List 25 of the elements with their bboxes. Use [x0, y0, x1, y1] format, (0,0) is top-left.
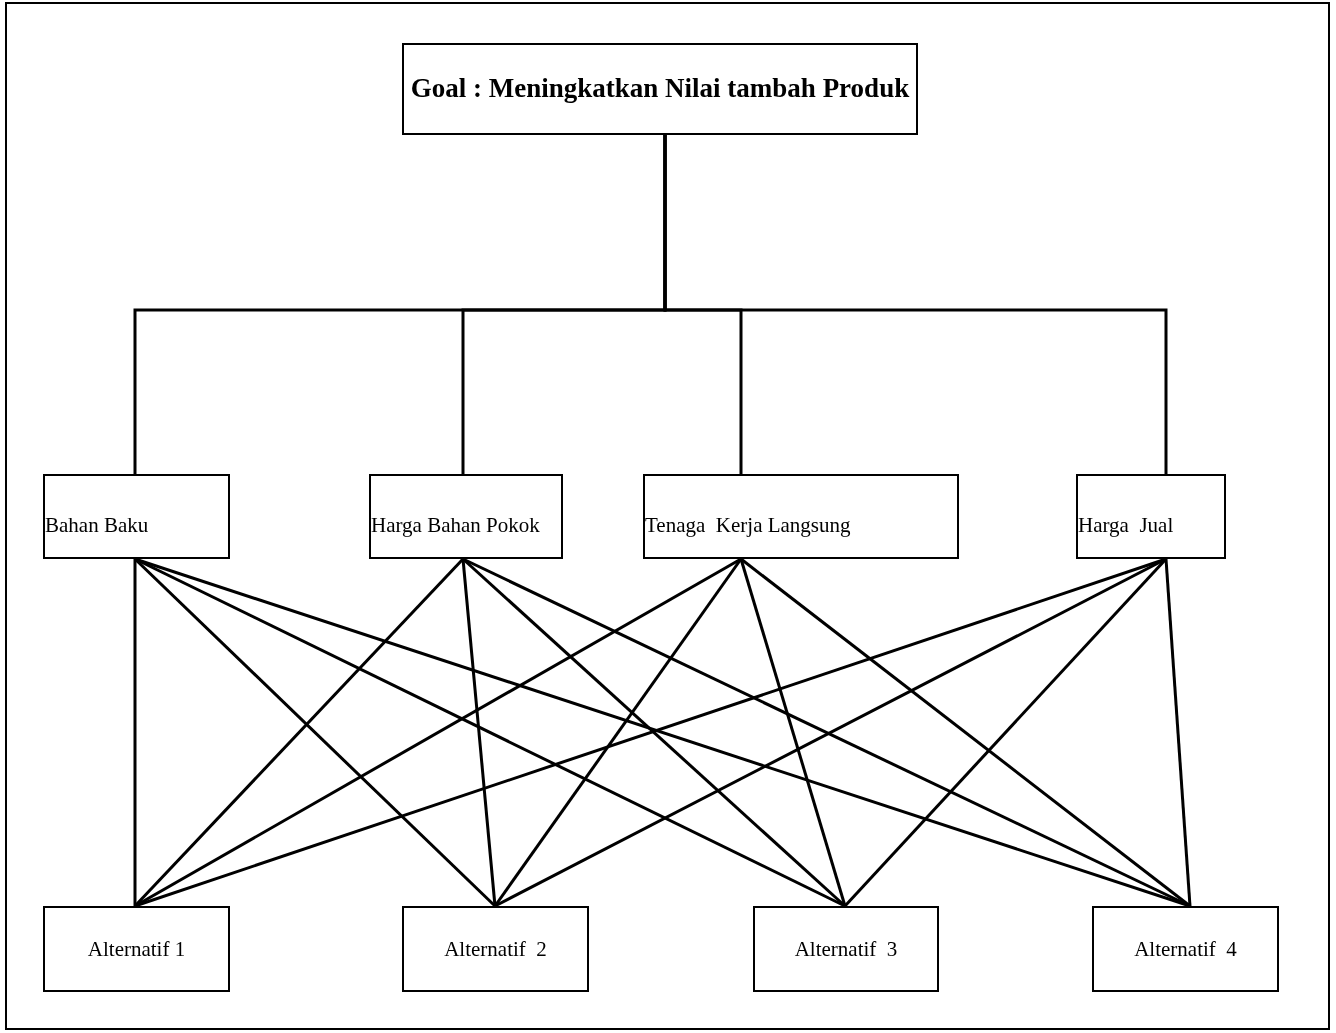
node-box — [643, 474, 959, 559]
node-label: Alternatif 2 — [444, 935, 547, 963]
connector-line — [133, 559, 137, 906]
node-box — [1076, 474, 1226, 559]
node-box — [369, 474, 563, 559]
node-label: Harga Jual — [1078, 512, 1174, 539]
node-label: Harga Bahan Pokok — [371, 512, 540, 539]
node-label: Goal : Meningkatkan Nilai tambah Produk — [410, 72, 910, 106]
node-label: Alternatif 1 — [87, 935, 186, 963]
node-box — [753, 906, 939, 992]
node-label: Bahan Baku — [45, 512, 149, 539]
node-label: Tenaga Kerja Langsung — [645, 512, 851, 539]
node-box — [402, 906, 589, 992]
node-box — [43, 906, 230, 992]
connector-line — [1164, 558, 1192, 907]
node-box — [402, 43, 918, 135]
connector-line — [663, 135, 1168, 474]
node-label: Alternatif 3 — [794, 935, 898, 963]
node-box — [43, 474, 230, 559]
connector-line — [739, 558, 847, 907]
connector-line — [843, 558, 1168, 907]
connector-line — [461, 558, 497, 907]
node-box — [1092, 906, 1279, 992]
node-label: Alternatif 4 — [1134, 935, 1237, 963]
connector-line — [493, 558, 743, 907]
